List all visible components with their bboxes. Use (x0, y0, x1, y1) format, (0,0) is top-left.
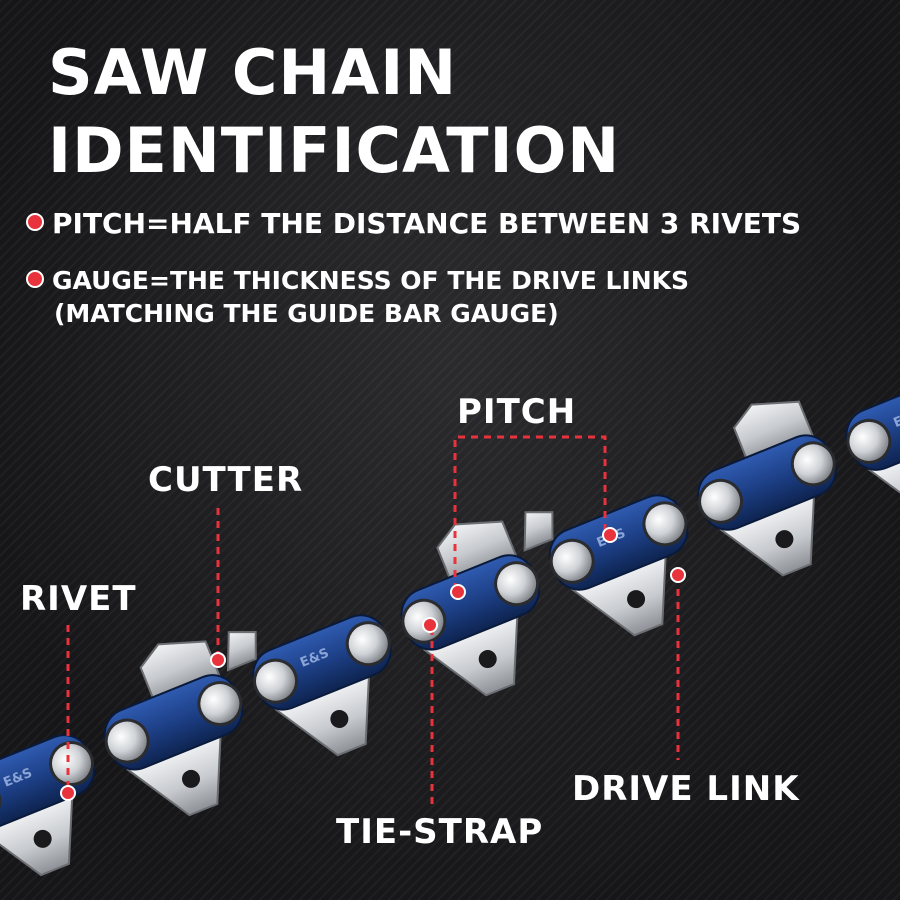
rivet-label: RIVET (20, 579, 137, 619)
rivet-marker (60, 785, 76, 801)
pitch-bracket (453, 435, 607, 590)
pitch-label: PITCH (457, 392, 577, 432)
title-line-1: SAW CHAIN (48, 36, 458, 109)
drive-links (0, 431, 900, 877)
tie-strap-marker (422, 617, 438, 633)
link-marking: E&S (892, 406, 900, 431)
cutters (139, 400, 816, 707)
pitch-start-marker (450, 584, 466, 600)
pitch-end-marker (602, 527, 618, 543)
drive-link-marker (670, 567, 686, 583)
title-line-2: IDENTIFICATION (48, 114, 621, 187)
tie-strap-label: TIE-STRAP (336, 812, 544, 852)
pitch-definition-text: PITCH=HALF THE DISTANCE BETWEEN 3 RIVETS (52, 207, 802, 240)
markers (60, 527, 686, 801)
bullet-dot-icon (26, 213, 44, 231)
cutter-label: CUTTER (148, 460, 304, 500)
gauge-definition-text: GAUGE=THE THICKNESS OF THE DRIVE LINKS (52, 266, 690, 295)
drive-link-label: DRIVE LINK (572, 769, 800, 809)
gauge-definition: GAUGE=THE THICKNESS OF THE DRIVE LINKS (… (26, 264, 689, 330)
bullet-dot-icon (26, 270, 44, 288)
pitch-definition: PITCH=HALF THE DISTANCE BETWEEN 3 RIVETS (26, 207, 801, 240)
cutter-marker (210, 652, 226, 668)
gauge-definition-note: (MATCHING THE GUIDE BAR GAUGE) (54, 299, 559, 328)
leader-lines (66, 508, 680, 810)
